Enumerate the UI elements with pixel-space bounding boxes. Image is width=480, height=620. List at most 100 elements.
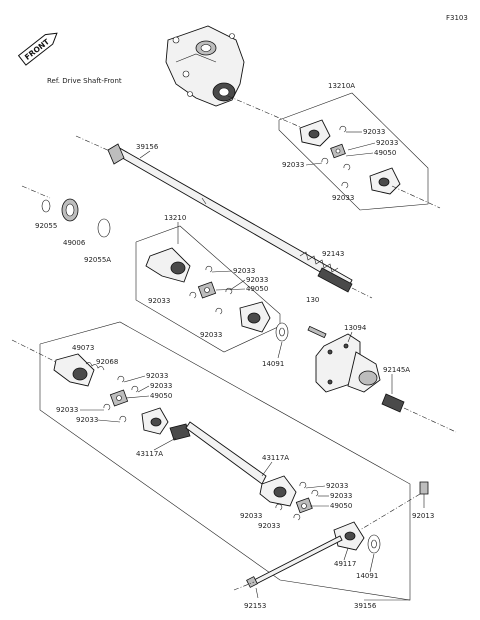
- label-13210: 13210: [164, 214, 186, 222]
- splined-shaft-end: [317, 267, 353, 293]
- splined-shaft-92145a: [381, 393, 405, 413]
- leader-49050-a: [345, 152, 374, 157]
- bolt-small: [307, 325, 327, 339]
- label-49117: 49117: [334, 560, 356, 568]
- label-49050-d: 49050: [330, 502, 352, 510]
- leader-43117a-a: [153, 437, 177, 451]
- lower-axis-left: [11, 339, 57, 363]
- ref-code: F3103: [446, 14, 468, 22]
- label-130: 130: [306, 296, 319, 304]
- clip-16: [293, 513, 301, 521]
- seal-axis-line: [21, 185, 51, 199]
- clip-7: [189, 291, 197, 299]
- o-ring-92055: [41, 199, 51, 213]
- label-14091-b: 14091: [356, 572, 378, 580]
- clip-12: [119, 415, 127, 423]
- u-joint-yoke-lower-2: [141, 407, 169, 435]
- front-direction-badge: FRONT: [17, 32, 58, 66]
- leader-49117: [343, 547, 349, 561]
- label-92033-d: 92033: [332, 194, 354, 202]
- clip-15: [275, 503, 283, 511]
- spring-92143: [299, 251, 339, 273]
- leader-43117a-b: [261, 461, 273, 477]
- clip-3: [321, 157, 329, 165]
- label-92033-j: 92033: [150, 382, 172, 390]
- bearing-housing-13094: [315, 333, 381, 393]
- oil-seal-49006: [61, 198, 79, 222]
- u-joint-cross-mid: [197, 281, 217, 299]
- leader-92033-i: [123, 375, 146, 383]
- clip-8: [215, 307, 223, 315]
- leader-49050-c: [125, 395, 150, 399]
- label-92013: 92013: [412, 512, 434, 520]
- label-92033-m: 92033: [326, 482, 348, 490]
- leader-39156: [139, 150, 151, 159]
- label-92033-k: 92033: [56, 406, 78, 414]
- clip-2: [343, 163, 351, 171]
- clip-10: [131, 385, 139, 393]
- label-13210a: 13210A: [328, 82, 355, 90]
- label-39156-bottom: 39156: [354, 602, 377, 610]
- leader-49050-b: [215, 288, 246, 291]
- right-spline-axis: [403, 407, 457, 433]
- clip-4: [341, 181, 349, 189]
- long-bolt-92153: [246, 535, 343, 588]
- label-92055a: 92055A: [84, 256, 111, 264]
- label-92033-f: 92033: [246, 276, 268, 284]
- label-92153: 92153: [244, 602, 266, 610]
- leader-14091-b: [369, 553, 375, 573]
- label-92033-h: 92033: [200, 331, 222, 339]
- bolt-92013: [419, 481, 429, 495]
- label-92033-p: 92033: [258, 522, 280, 530]
- label-49050-c: 49050: [150, 392, 172, 400]
- label-92033-g: 92033: [148, 297, 170, 305]
- label-92033-e: 92033: [233, 267, 255, 275]
- u-joint-yoke-lower-3: [259, 475, 297, 507]
- leader-14091-a: [277, 341, 283, 359]
- label-49050-a: 49050: [374, 149, 396, 157]
- label-14091-a: 14091: [262, 360, 284, 368]
- label-92033-i: 92033: [146, 372, 168, 380]
- spline-axis-line: [351, 287, 373, 299]
- end-yoke-49117: [333, 521, 365, 551]
- leader-92033-f: [229, 279, 246, 291]
- leader-92033-b: [347, 142, 376, 151]
- label-49073: 49073: [72, 344, 94, 352]
- label-39156: 39156: [136, 143, 159, 151]
- clip-9: [117, 375, 125, 383]
- leader-92033-j: [137, 385, 150, 393]
- clip-14: [311, 489, 319, 497]
- u-joint-yoke-top-2: [369, 167, 401, 195]
- spring-92068: [85, 362, 105, 371]
- clip-6: [225, 287, 233, 295]
- leader-92153: [255, 587, 259, 599]
- lower-drive-shaft: [169, 421, 267, 485]
- washer-14091-a-hole: [279, 327, 285, 337]
- clip-11: [103, 403, 111, 411]
- assembly-13210a-frame: [278, 92, 429, 211]
- leader-92033-m: [305, 485, 326, 489]
- u-joint-yoke-top: [299, 119, 331, 147]
- leader-92033-c: [305, 162, 323, 166]
- washer-14091-b-hole: [371, 539, 377, 549]
- bolt-axis-line: [359, 493, 421, 531]
- reference-note: Ref. Drive Shaft-Front: [47, 77, 122, 85]
- clip-1: [339, 125, 347, 133]
- label-92033-n: 92033: [330, 492, 352, 500]
- label-49006: 49006: [63, 239, 86, 247]
- o-ring-92055a: [97, 218, 111, 238]
- u-joint-cross-lower-3: [295, 497, 313, 514]
- label-92033-o: 92033: [240, 512, 262, 520]
- clip-13: [299, 481, 307, 489]
- label-92068: 92068: [96, 358, 118, 366]
- long-drive-shaft: [107, 143, 353, 289]
- shaft-axis-left: [75, 135, 113, 153]
- u-joint-cross-lower: [109, 389, 129, 407]
- label-92055: 92055: [35, 222, 57, 230]
- label-92143: 92143: [322, 250, 344, 258]
- label-92033-l: 92033: [76, 416, 98, 424]
- label-13094: 13094: [344, 324, 367, 332]
- front-gear-case: [165, 25, 245, 107]
- label-92033-c: 92033: [282, 161, 304, 169]
